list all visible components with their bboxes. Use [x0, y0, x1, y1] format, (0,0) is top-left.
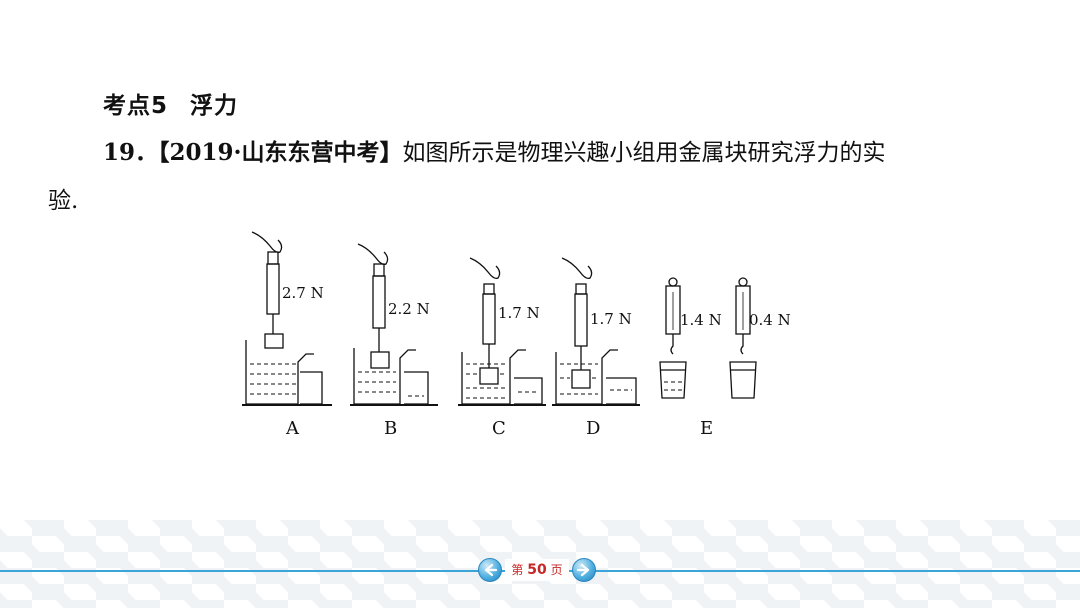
page-prefix: 第	[511, 563, 524, 577]
spring-scale	[574, 293, 588, 347]
panel-d	[552, 257, 640, 406]
label-d: D	[586, 418, 600, 439]
spring-scale	[266, 263, 280, 315]
metal-block	[370, 351, 390, 369]
overflow-beaker	[245, 340, 314, 405]
question-text-2: 验.	[48, 188, 79, 214]
overflow-beaker	[555, 349, 618, 405]
hand-icon	[357, 243, 389, 266]
label-e: E	[700, 418, 713, 439]
page-indicator: 第 50 页	[505, 559, 569, 581]
catch-beaker	[514, 377, 543, 405]
spring-scale	[372, 275, 386, 329]
hand-icon	[469, 257, 501, 280]
question-line-2: 验.	[48, 181, 78, 215]
spring-scale-ring	[483, 283, 495, 295]
reading-d: 1.7 N	[590, 310, 632, 328]
metal-block	[479, 367, 499, 385]
arrow-right-icon	[576, 563, 590, 577]
spring-scale-ring	[373, 263, 385, 277]
arrow-left-icon	[484, 563, 498, 577]
spring-scale-ring	[668, 277, 678, 287]
reading-a: 2.7 N	[282, 284, 324, 302]
catch-beaker	[606, 377, 637, 405]
spring-scale-ring	[738, 277, 748, 287]
catch-beaker	[404, 371, 429, 405]
reading-e-left: 1.4 N	[680, 311, 722, 329]
label-a: A	[285, 418, 300, 439]
spring-scale-ring	[267, 251, 279, 265]
metal-block	[264, 333, 284, 349]
hand-icon	[251, 231, 283, 254]
spring-scale-ring	[575, 283, 587, 295]
experiment-figure: 2.7 N 2.2 N 1.7 N 1.7 N 1.4 N 0.4 N A B …	[242, 231, 791, 439]
previous-page-button[interactable]	[478, 558, 502, 582]
reading-b: 2.2 N	[388, 300, 430, 318]
reading-c: 1.7 N	[498, 304, 540, 322]
panel-e	[659, 277, 757, 399]
question-line-1: 19．【2019·山东东营中考】如图所示是物理兴趣小组用金属块研究浮力的实	[103, 133, 886, 167]
next-page-button[interactable]	[572, 558, 596, 582]
panel-b	[350, 243, 438, 406]
spring-scale	[482, 293, 496, 345]
overflow-beaker	[353, 348, 416, 405]
question-text-1: 如图所示是物理兴趣小组用金属块研究浮力的实	[402, 140, 886, 166]
heading-title: 浮力	[190, 93, 239, 119]
panel-c	[458, 257, 546, 406]
page-number: 50	[527, 562, 547, 578]
beaker-with-water	[659, 361, 687, 399]
overflow-beaker	[461, 349, 526, 405]
section-heading: 考点5 浮力	[103, 86, 238, 120]
catch-beaker	[300, 371, 323, 405]
reading-e-right: 0.4 N	[749, 311, 791, 329]
metal-block	[571, 369, 591, 389]
question-number: 19．	[103, 139, 159, 166]
label-b: B	[384, 418, 397, 439]
page-suffix: 页	[550, 563, 563, 577]
heading-label: 考点5	[103, 93, 169, 119]
hand-icon	[561, 257, 593, 280]
empty-beaker	[729, 361, 757, 399]
panel-a	[242, 231, 332, 406]
question-source: 【2019·山东东营中考】	[158, 139, 403, 166]
label-c: C	[492, 418, 506, 439]
